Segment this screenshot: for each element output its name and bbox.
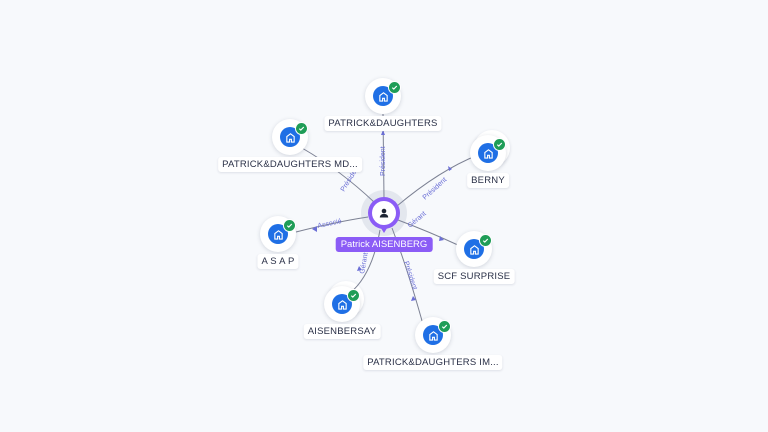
building-icon — [478, 143, 498, 163]
verified-check-icon — [388, 81, 401, 94]
verified-check-icon — [493, 138, 506, 151]
building-icon — [373, 86, 393, 106]
verified-check-icon — [347, 289, 360, 302]
company-label[interactable]: AISENBERSAY — [303, 324, 381, 339]
edge-c5 — [397, 219, 461, 247]
company-label[interactable]: PATRICK&DAUGHTERS MD... — [218, 157, 362, 172]
building-icon — [332, 294, 352, 314]
building-icon — [423, 325, 443, 345]
edge-arrow-c5 — [439, 236, 444, 241]
company-label[interactable]: PATRICK&DAUGHTERS — [324, 116, 442, 131]
edge-c4 — [295, 216, 369, 233]
edge-label-c5: Gérant — [407, 210, 428, 229]
company-label[interactable]: A S A P — [257, 254, 299, 269]
building-icon — [268, 224, 288, 244]
edge-label-c7: Président — [402, 260, 418, 290]
building-icon — [464, 239, 484, 259]
edge-arrow-c3 — [448, 166, 452, 171]
edge-label-c4: Associé — [317, 218, 343, 230]
building-icon — [280, 127, 300, 147]
pin-tip — [379, 225, 389, 233]
company-label[interactable]: SCF SURPRISE — [433, 269, 515, 284]
edge-label-c6: Gérant — [359, 252, 370, 274]
edge-arrow-c4 — [312, 226, 317, 232]
edge-arrow-c7 — [411, 296, 416, 301]
person-name-label[interactable]: Patrick AISENBERG — [335, 237, 433, 252]
verified-check-icon — [283, 219, 296, 232]
verified-check-icon — [479, 234, 492, 247]
edge-label-c3: Président — [422, 176, 449, 201]
person-icon — [372, 201, 396, 225]
person-pin[interactable] — [368, 197, 400, 229]
verified-check-icon — [438, 320, 451, 333]
company-label[interactable]: BERNY — [467, 173, 509, 188]
edge-arrow-c1 — [381, 130, 385, 135]
verified-check-icon — [295, 122, 308, 135]
edge-arrow-c6 — [357, 266, 362, 271]
edge-c3 — [396, 154, 479, 207]
company-label[interactable]: PATRICK&DAUGHTERS IM... — [363, 355, 503, 370]
edge-label-c1: Président — [380, 146, 387, 176]
edge-c2 — [301, 147, 375, 203]
